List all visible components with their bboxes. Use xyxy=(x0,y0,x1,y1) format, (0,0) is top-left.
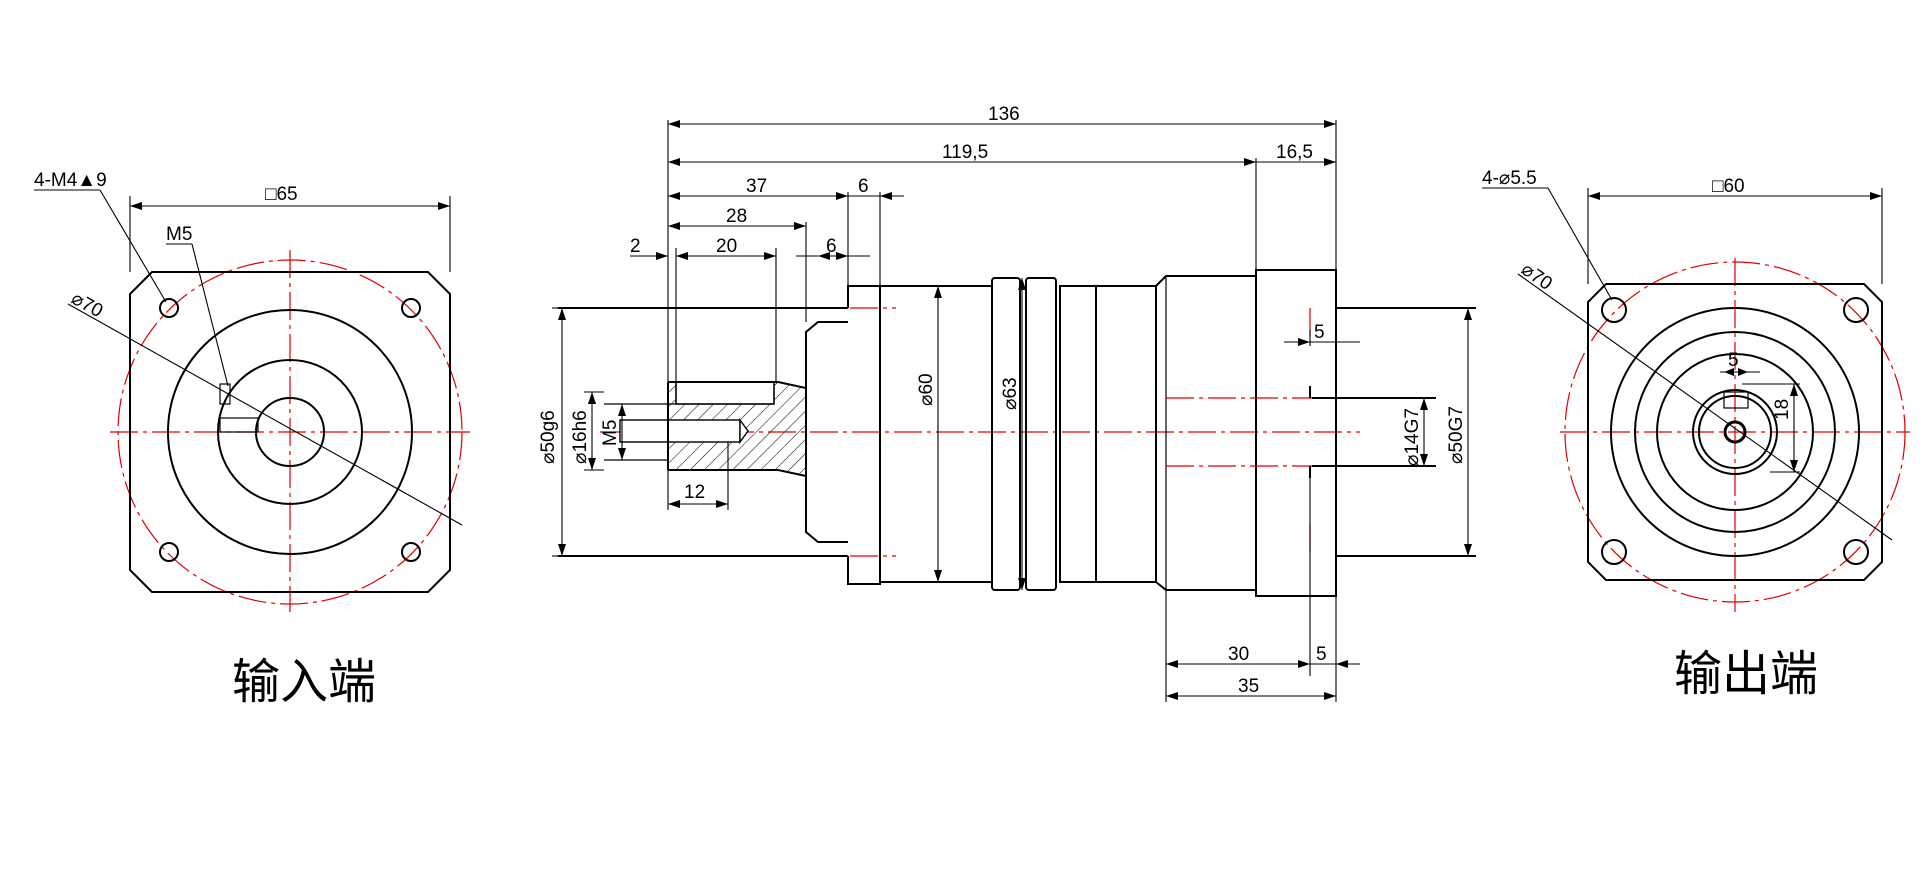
dim-14g7: ⌀14G7 xyxy=(1402,408,1423,466)
input-hub xyxy=(847,285,881,585)
output-housing xyxy=(1155,275,1257,591)
dim-body-length: 119,5 xyxy=(942,142,988,163)
input-pcd-dim: ⌀70 xyxy=(68,288,107,322)
dim-63: ⌀63 xyxy=(1000,377,1021,410)
tap-tip xyxy=(739,417,749,445)
bolt-hole xyxy=(401,298,421,318)
bolt-hole xyxy=(159,542,179,562)
output-bolt-holes xyxy=(1601,297,1869,565)
dim-overall-length: 136 xyxy=(988,104,1020,125)
input-bore-circle xyxy=(217,359,363,505)
output-shaft-circle xyxy=(1698,395,1772,469)
output-bore-circle xyxy=(1692,389,1778,475)
output-keyway xyxy=(1723,391,1749,409)
dim-6a: 6 xyxy=(858,176,869,197)
output-square-dim: □60 xyxy=(1712,176,1745,197)
dim-50g6: ⌀50g6 xyxy=(538,410,559,464)
output-end-view: □60 4-⌀5.5 ⌀70 5 18 输出端 xyxy=(1482,168,1910,702)
output-pcd-dim: ⌀70 xyxy=(1517,259,1556,295)
bolt-hole xyxy=(1601,297,1627,323)
dim-shaft-length: 16,5 xyxy=(1276,142,1313,163)
bolt-hole xyxy=(1601,539,1627,565)
input-bolt-holes xyxy=(159,298,421,562)
dim-60: ⌀60 xyxy=(916,373,937,406)
dim-5-bottom: 5 xyxy=(1316,644,1327,665)
input-end-view: □65 4-M4▲9 M5 ⌀70 输入端 xyxy=(34,170,470,710)
output-pcd-circle xyxy=(1564,261,1906,603)
bolt-hole xyxy=(401,542,421,562)
input-caption: 输入端 xyxy=(232,654,376,710)
dim-6b: 6 xyxy=(826,236,837,257)
side-view: 136 119,5 16,5 37 6 28 2 20 xyxy=(538,104,1476,702)
output-square-flange xyxy=(1587,283,1883,581)
dim-28: 28 xyxy=(726,206,747,227)
output-inner-circle xyxy=(1656,353,1814,511)
input-hole-callout: 4-M4▲9 xyxy=(34,170,107,191)
input-square-flange xyxy=(129,271,451,593)
bolt-hole xyxy=(1843,539,1869,565)
ring-3 xyxy=(1059,285,1097,583)
dim-35: 35 xyxy=(1238,676,1259,697)
input-pcd-circle xyxy=(117,259,463,605)
dim-12: 12 xyxy=(684,482,705,503)
output-caption: 输出端 xyxy=(1674,646,1818,702)
input-square-dim: □65 xyxy=(265,184,298,205)
output-mid-circle xyxy=(1634,331,1836,533)
output-outer-circle xyxy=(1610,307,1860,557)
bolt-hole xyxy=(1843,297,1869,323)
dim-2: 2 xyxy=(630,236,641,257)
output-center-hole xyxy=(1723,420,1747,444)
flange-body xyxy=(879,285,993,583)
tapped-hole xyxy=(619,419,741,443)
output-hole-callout: 4-⌀5.5 xyxy=(1482,168,1537,189)
bolt-hole xyxy=(159,298,179,318)
input-section-hatch2 xyxy=(778,382,806,476)
input-keyway xyxy=(219,417,259,433)
dim-37: 37 xyxy=(746,176,767,197)
output-flange xyxy=(1255,269,1337,597)
output-key-width: 5 xyxy=(1728,350,1739,371)
ring-1 xyxy=(991,277,1021,591)
dim-16h6: ⌀16h6 xyxy=(570,410,591,464)
dim-30: 30 xyxy=(1228,644,1249,665)
output-key-height: 18 xyxy=(1772,399,1793,420)
input-tap-mark xyxy=(219,383,231,405)
ring-4 xyxy=(1095,285,1157,583)
dim-20: 20 xyxy=(716,236,737,257)
input-key xyxy=(675,381,775,405)
dim-50g7: ⌀50G7 xyxy=(1446,406,1467,464)
dim-key-5: 5 xyxy=(1314,322,1325,343)
dim-m5: M5 xyxy=(600,420,621,446)
input-outer-circle xyxy=(167,309,413,555)
input-tap-dim: M5 xyxy=(166,224,192,245)
ring-2 xyxy=(1025,277,1057,591)
